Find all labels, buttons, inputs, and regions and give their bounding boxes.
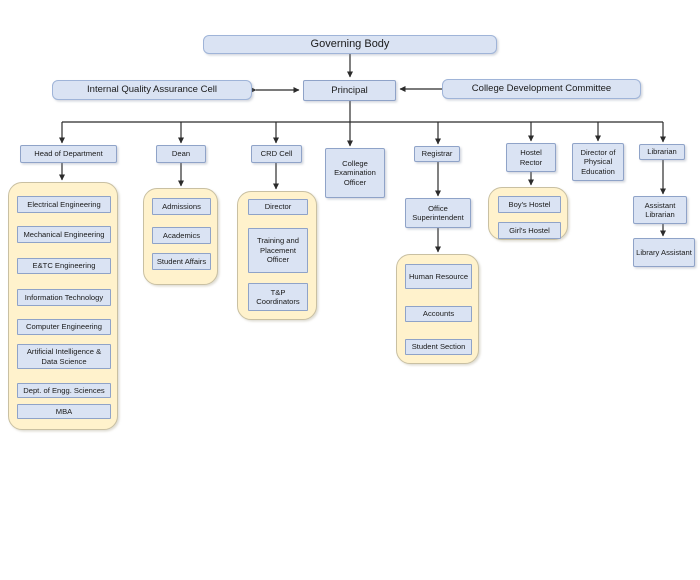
node-college-development-committee: College Development Committee [442, 79, 641, 99]
node-librarian: Librarian [639, 144, 685, 160]
node-internal-quality-assurance-cell: Internal Quality Assurance Cell [52, 80, 252, 100]
dept-ai-data-science: Artificial Intelligence & Data Science [17, 344, 111, 369]
hostel-girls: Girl's Hostel [498, 222, 561, 239]
group-hostels: Boy's Hostel Girl's Hostel [488, 187, 568, 240]
dept-etc-engineering: E&TC Engineering [17, 258, 111, 274]
section-admissions: Admissions [152, 198, 211, 215]
dept-computer-engineering: Computer Engineering [17, 319, 111, 335]
node-director-of-physical-education: Director of Physical Education [572, 143, 624, 181]
group-dean-sections: Admissions Academics Student Affairs [143, 188, 218, 285]
node-hostel-rector: Hostel Rector [506, 143, 556, 172]
node-library-assistant: Library Assistant [633, 238, 695, 267]
node-principal: Principal [303, 80, 396, 101]
node-head-of-department: Head of Department [20, 145, 117, 163]
group-crd-sections: Director Training and Placement Officer … [237, 191, 317, 320]
group-departments: Electrical Engineering Mechanical Engine… [8, 182, 118, 430]
node-assistant-librarian: Assistant Librarian [633, 196, 687, 224]
section-director: Director [248, 199, 308, 215]
dept-mechanical-engineering: Mechanical Engineering [17, 226, 111, 243]
dept-electrical-engineering: Electrical Engineering [17, 196, 111, 213]
hostel-boys: Boy's Hostel [498, 196, 561, 213]
node-office-superintendent: Office Superintendent [405, 198, 471, 228]
section-accounts: Accounts [405, 306, 472, 322]
section-student-affairs: Student Affairs [152, 253, 211, 270]
dept-engg-sciences: Dept. of Engg. Sciences [17, 383, 111, 398]
section-human-resource: Human Resource [405, 264, 472, 289]
section-training-placement-officer: Training and Placement Officer [248, 228, 308, 273]
dept-mba: MBA [17, 404, 111, 419]
node-registrar: Registrar [414, 146, 460, 162]
section-student-section: Student Section [405, 339, 472, 355]
node-college-examination-officer: College Examination Officer [325, 148, 385, 198]
node-dean: Dean [156, 145, 206, 163]
dept-information-technology: Information Technology [17, 289, 111, 306]
section-academics: Academics [152, 227, 211, 244]
node-crd-cell: CRD Cell [251, 145, 302, 163]
node-governing-body: Governing Body [203, 35, 497, 54]
section-tp-coordinators: T&P Coordinators [248, 283, 308, 311]
group-registrar-sections: Human Resource Accounts Student Section [396, 254, 479, 364]
